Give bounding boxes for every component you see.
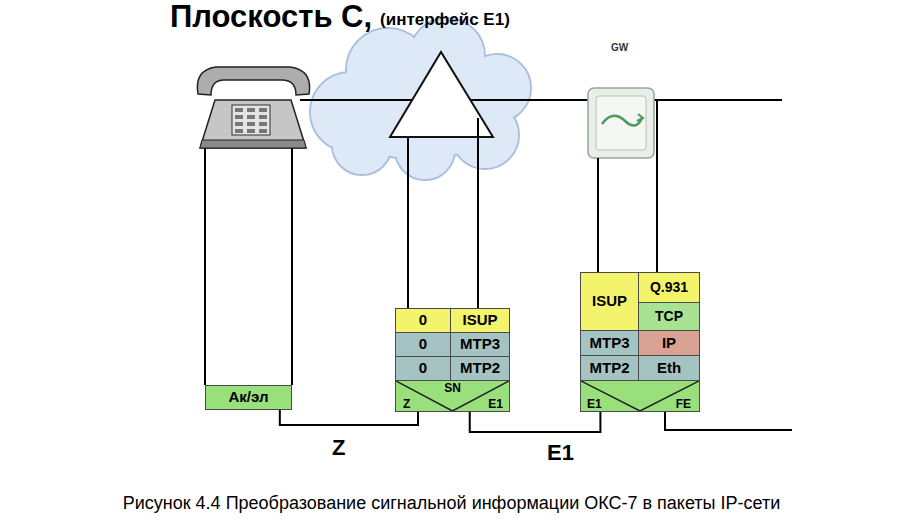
port-label: SN bbox=[444, 382, 461, 395]
connector bbox=[280, 410, 418, 425]
port-label: E1 bbox=[587, 398, 602, 411]
vee-lines bbox=[581, 381, 699, 411]
title-subtext: (интерфейс E1) bbox=[380, 11, 510, 30]
protocol-name: ISUP bbox=[592, 293, 627, 310]
vee-lines bbox=[396, 381, 509, 411]
diagram-title: Плоскость С, bbox=[170, 0, 372, 34]
protocol-name: MTP3 bbox=[589, 335, 629, 352]
protocol-cell: Q.931 bbox=[638, 272, 700, 303]
protocol-name: 0 bbox=[419, 336, 427, 353]
connector bbox=[470, 412, 601, 432]
protocol-cell: MTP2 bbox=[580, 355, 639, 381]
protocol-cell: MTP2 bbox=[450, 356, 510, 381]
protocol-cell: MTP3 bbox=[450, 332, 510, 357]
figure-caption: Рисунок 4.4 Преобразование сигнальной ин… bbox=[123, 494, 781, 514]
protocol-cell: Ак/эл bbox=[205, 385, 292, 410]
drop-wires bbox=[205, 100, 792, 430]
interface-block: SN Z E1 bbox=[395, 380, 510, 412]
protocol-name: 0 bbox=[419, 312, 427, 329]
protocol-name: Ак/эл bbox=[229, 389, 269, 406]
protocol-cell: MTP3 bbox=[580, 330, 639, 356]
trunk-line bbox=[300, 99, 782, 101]
gateway-icon bbox=[588, 88, 654, 158]
protocol-cell: 0 bbox=[395, 308, 451, 333]
protocol-cell: Eth bbox=[638, 355, 700, 381]
interface-label: Z bbox=[330, 436, 347, 460]
protocol-name: TCP bbox=[655, 309, 683, 324]
interface-label: E1 bbox=[545, 441, 576, 465]
protocol-cell: 0 bbox=[395, 332, 451, 357]
protocol-name: Q.931 bbox=[650, 280, 688, 295]
protocol-name: MTP3 bbox=[460, 336, 500, 353]
protocol-cell: IP bbox=[638, 330, 700, 356]
protocol-cell: 0 bbox=[395, 356, 451, 381]
protocol-name: IP bbox=[662, 335, 676, 352]
protocol-name: Eth bbox=[657, 360, 681, 377]
port-label: Z bbox=[403, 398, 410, 411]
port-label: FE bbox=[676, 398, 691, 411]
protocol-name: 0 bbox=[419, 360, 427, 377]
telephone-icon bbox=[197, 67, 309, 148]
protocol-cell: ISUP bbox=[580, 272, 639, 331]
protocol-name: MTP2 bbox=[589, 360, 629, 377]
protocol-name: ISUP bbox=[462, 312, 497, 329]
interface-block: E1 FE bbox=[580, 380, 700, 412]
port-label: E1 bbox=[488, 398, 503, 411]
protocol-cell: TCP bbox=[638, 302, 700, 331]
protocol-cell: ISUP bbox=[450, 308, 510, 333]
protocol-name: MTP2 bbox=[460, 360, 500, 377]
gateway-label: GW bbox=[611, 42, 628, 53]
